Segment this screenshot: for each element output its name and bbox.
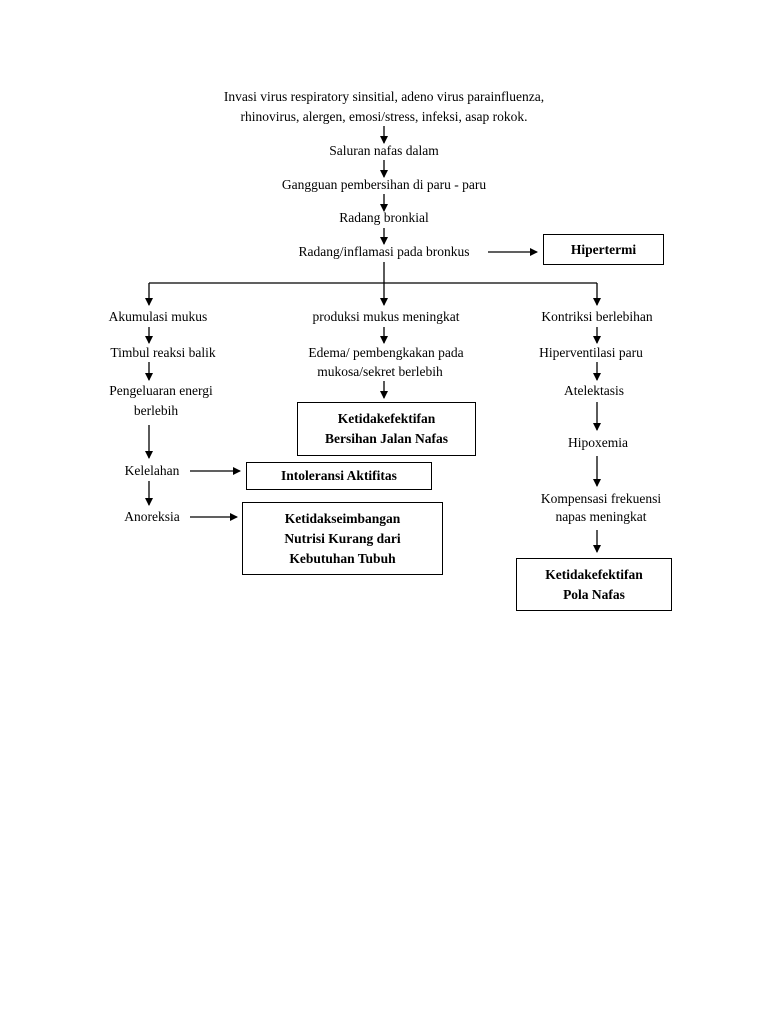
diagnosis-nutrisi: Ketidakseimbangan Nutrisi Kurang dari Ke… (242, 502, 443, 575)
diagnosis-intoleransi: Intoleransi Aktifitas (246, 462, 432, 490)
node-kompensasi-line1: Kompensasi frekuensi (540, 491, 662, 506)
node-atelektasis: Atelektasis (564, 383, 624, 398)
diagnosis-pola-nafas: Ketidakefektifan Pola Nafas (516, 558, 672, 611)
node-kelelahan: Kelelahan (124, 463, 180, 478)
diagnosis-hipertermi-label: Hipertermi (570, 241, 637, 257)
diagnosis-pola-line1: Ketidakefektifan (545, 566, 643, 582)
diagnosis-intoleransi-label: Intoleransi Aktifitas (281, 468, 397, 483)
node-akumulasi: Akumulasi mukus (108, 309, 208, 324)
node-anoreksia: Anoreksia (124, 509, 180, 524)
node-pengeluaran-line1: Pengeluaran energi (109, 383, 213, 398)
node-pengeluaran-line2: berlebih (133, 403, 179, 418)
node-saluran: Saluran nafas dalam (329, 143, 439, 158)
node-gangguan: Gangguan pembersihan di paru - paru (281, 177, 487, 192)
node-kompensasi-line2: napas meningkat (555, 509, 647, 524)
node-edema-line1: Edema/ pembengkakan pada (308, 345, 464, 360)
node-produksi: produksi mukus meningkat (312, 309, 460, 324)
node-cause-line1: Invasi virus respiratory sinsitial, aden… (223, 89, 545, 104)
node-hipoxemia: Hipoxemia (568, 435, 628, 450)
node-cause-line2: rhinovirus, alergen, emosi/stress, infek… (240, 109, 528, 124)
node-hiperventilasi: Hiperventilasi paru (539, 345, 643, 360)
diagnosis-bersihan-line1: Ketidakefektifan (337, 411, 436, 426)
diagnosis-nutrisi-line2: Nutrisi Kurang dari (284, 530, 401, 546)
node-radang-bronkial: Radang bronkial (339, 210, 429, 225)
node-timbul: Timbul reaksi balik (110, 345, 216, 360)
diagnosis-nutrisi-line1: Ketidakseimbangan (284, 510, 401, 526)
node-kontriksi: Kontriksi berlebihan (541, 309, 653, 324)
diagnosis-nutrisi-line3: Kebutuhan Tubuh (289, 550, 396, 566)
diagnosis-bersihan-line2: Bersihan Jalan Nafas (324, 431, 449, 446)
node-radang-inflamasi: Radang/inflamasi pada bronkus (298, 244, 470, 259)
diagnosis-hipertermi: Hipertermi (543, 234, 664, 265)
node-edema-line2: mukosa/sekret berlebih (317, 364, 443, 379)
diagnosis-bersihan-jalan-nafas: Ketidakefektifan Bersihan Jalan Nafas (297, 402, 476, 456)
diagnosis-pola-line2: Pola Nafas (563, 586, 625, 602)
